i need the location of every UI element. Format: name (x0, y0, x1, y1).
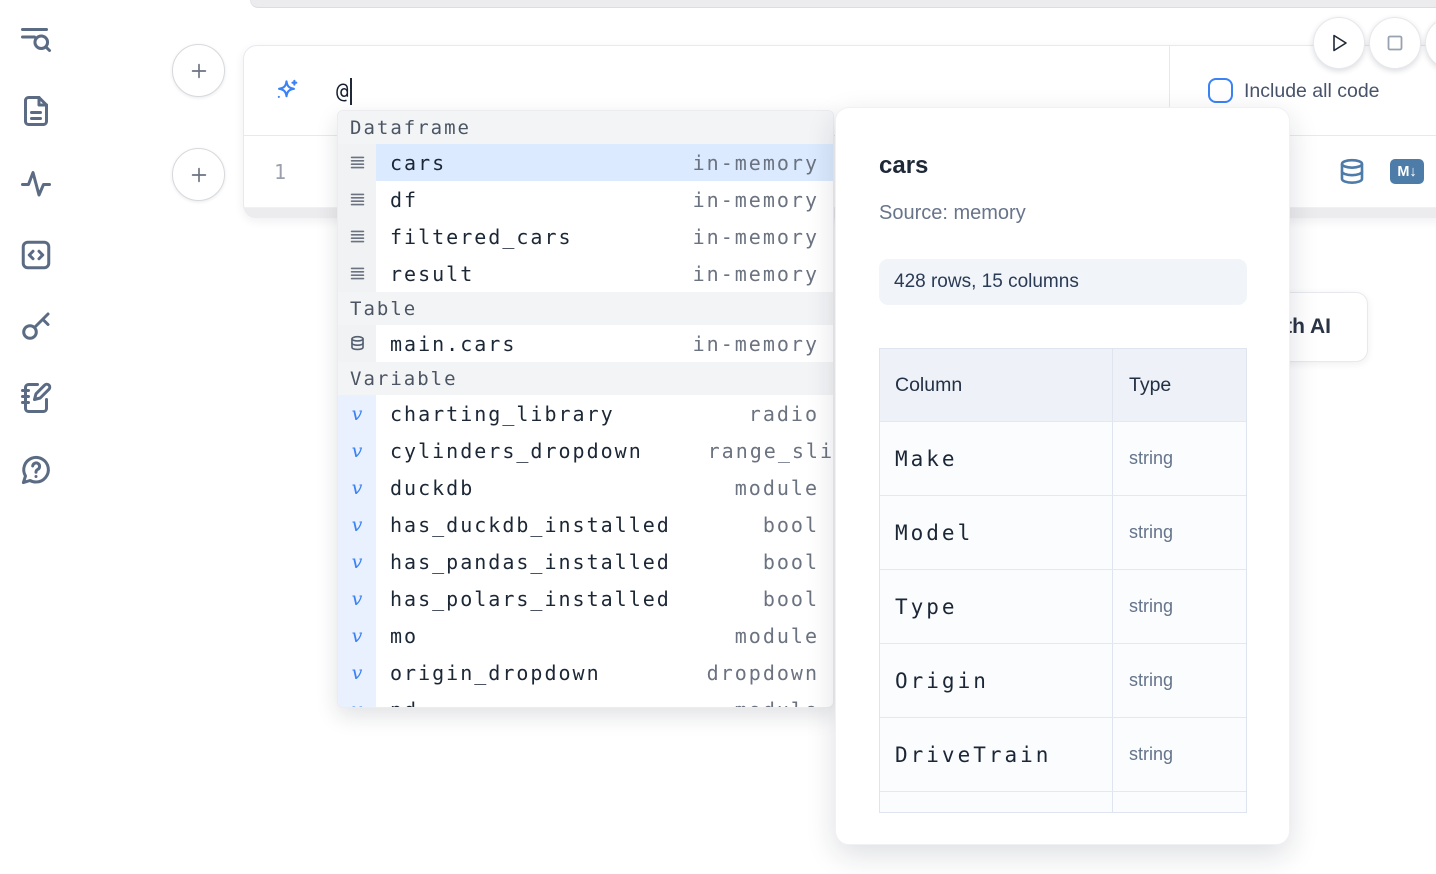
ai-prompt-input[interactable]: @ (336, 46, 352, 136)
ai-prompt-value: @ (336, 79, 349, 103)
schema-row-make: Make string (880, 421, 1246, 495)
preview-source: Source: memory (879, 202, 1026, 224)
key-icon[interactable] (18, 308, 54, 344)
include-all-code-checkbox[interactable] (1208, 78, 1233, 103)
preview-title: cars (879, 152, 929, 179)
variable-icon: v (338, 617, 376, 654)
ai-sparkles-icon (273, 78, 300, 105)
file-text-icon[interactable] (18, 93, 54, 129)
run-cell-button[interactable] (1313, 17, 1365, 69)
dataframe-icon (338, 144, 376, 181)
variable-icon: v (338, 395, 376, 432)
include-all-code-label: Include all code (1244, 79, 1380, 102)
add-cell-button-bottom[interactable] (172, 148, 225, 201)
autocomplete-item-pd[interactable]: v pdmodule (338, 691, 833, 707)
schema-row-origin: Origin string (880, 643, 1246, 717)
help-circle-icon[interactable] (18, 452, 54, 488)
variable-icon: v (338, 691, 376, 707)
code-block-icon[interactable] (18, 237, 54, 273)
dataframe-icon (338, 255, 376, 292)
variable-icon: v (338, 543, 376, 580)
schema-header-row: Column Type (880, 349, 1246, 421)
schema-table: Column Type Make string Model string Typ… (879, 348, 1247, 813)
notebook-pen-icon[interactable] (18, 380, 54, 416)
schema-row-clipped (880, 791, 1246, 812)
variable-icon: v (338, 506, 376, 543)
variable-icon: v (338, 654, 376, 691)
dataframe-icon (338, 218, 376, 255)
variable-icon: v (338, 469, 376, 506)
table-icon (338, 325, 376, 362)
section-header-table: Table (338, 292, 833, 325)
schema-row-type: Type string (880, 569, 1246, 643)
stop-button[interactable] (1369, 17, 1421, 69)
code-editor-row[interactable]: 1 M↓ (244, 136, 1436, 207)
database-icon[interactable] (1337, 157, 1367, 187)
text-caret (349, 77, 352, 105)
dataframe-preview-panel: cars Source: memory 428 rows, 15 columns… (835, 107, 1290, 845)
variable-icon: v (338, 432, 376, 469)
shape-badge: 428 rows, 15 columns (879, 259, 1247, 305)
schema-row-drivetrain: DriveTrain string (880, 717, 1246, 791)
markdown-convert-icon[interactable]: M↓ (1390, 159, 1424, 184)
dataframe-icon (338, 181, 376, 218)
activity-icon[interactable] (18, 165, 54, 201)
section-header-dataframe: Dataframe (338, 111, 833, 144)
add-cell-button-top[interactable] (172, 44, 225, 97)
table-of-contents-search-icon[interactable] (18, 22, 54, 58)
variable-icon: v (338, 580, 376, 617)
previous-cell-bottom-edge (250, 0, 1436, 8)
line-number: 1 (273, 159, 287, 184)
prompt-divider (1169, 46, 1170, 136)
schema-row-model: Model string (880, 495, 1246, 569)
section-header-variable: Variable (338, 362, 833, 395)
